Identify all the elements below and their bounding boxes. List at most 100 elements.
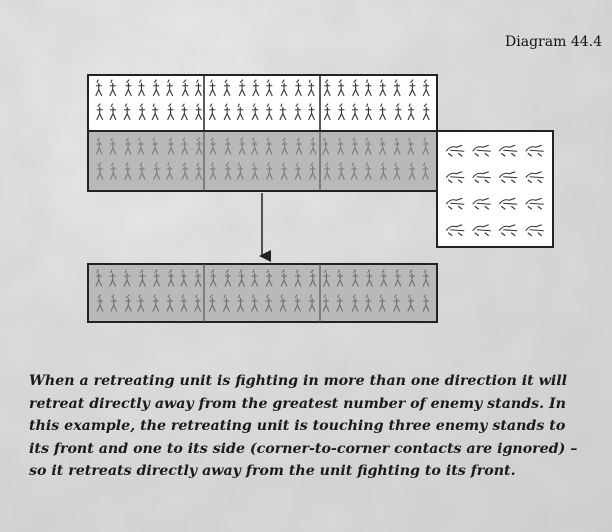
stand-figure — [180, 294, 188, 312]
stand-figure — [445, 171, 465, 184]
stand-figure — [251, 294, 259, 312]
stand-figure — [109, 103, 117, 121]
stand-figure — [422, 269, 430, 287]
stand-figure — [379, 162, 387, 180]
stand-figure — [422, 137, 430, 155]
stand-figure — [281, 137, 289, 155]
stand-figure — [195, 137, 203, 155]
stand-figure — [224, 162, 232, 180]
stand-figure — [525, 224, 544, 237]
stand-figure — [194, 79, 202, 97]
stand-figure — [95, 79, 103, 97]
stand-figure — [181, 79, 189, 97]
stand-figure — [407, 294, 415, 312]
enemy-side-figures — [445, 144, 544, 237]
stand-figure — [238, 79, 246, 97]
stand-figure — [337, 137, 345, 155]
stand-figure — [364, 162, 372, 180]
stand-figure — [394, 269, 402, 287]
stand-figure — [407, 137, 415, 155]
stand-figure — [336, 269, 344, 287]
stand-figure — [394, 103, 402, 121]
stand-figure — [265, 294, 273, 312]
stand-figure — [294, 269, 302, 287]
stand-figure — [223, 103, 231, 121]
stand-figure — [251, 269, 259, 287]
stand-figure — [422, 103, 430, 121]
stand-figure — [445, 197, 465, 210]
stand-figure — [109, 79, 117, 97]
stand-figure — [364, 137, 372, 155]
stand-figure — [109, 269, 117, 287]
stand-figure — [422, 294, 430, 312]
stand-figure — [295, 137, 303, 155]
stand-figure — [194, 269, 202, 287]
stand-figure — [294, 162, 302, 180]
stand-figure — [137, 294, 145, 312]
stand-figure — [309, 269, 317, 287]
stand-figure — [251, 137, 259, 155]
retreating-unit-end — [87, 263, 438, 323]
stand-figure — [280, 269, 288, 287]
stand-figure — [378, 294, 386, 312]
stand-figure — [393, 162, 401, 180]
stand-figure — [138, 269, 146, 287]
stand-figure — [351, 294, 359, 312]
stand-figure — [222, 294, 230, 312]
stand-figure — [337, 103, 345, 121]
stand-figure — [445, 144, 465, 157]
stand-figure — [323, 162, 331, 180]
stand-figure — [166, 162, 174, 180]
stand-figure — [322, 269, 330, 287]
stand-figure — [265, 103, 273, 121]
stand-figure — [153, 269, 161, 287]
stand-figure — [124, 162, 132, 180]
stand-figure — [498, 224, 518, 237]
enemy-unit-front — [87, 74, 438, 132]
stand-figure — [209, 79, 217, 97]
retreating-unit-start — [87, 130, 438, 192]
stand-figure — [525, 171, 544, 184]
stand-figure — [96, 103, 104, 121]
stand-figure — [138, 162, 146, 180]
stand-figure — [498, 197, 518, 210]
stand-figure — [124, 137, 132, 155]
stand-figure — [307, 79, 315, 97]
stand-figure — [323, 79, 331, 97]
stand-figure — [337, 162, 345, 180]
stand-figure — [352, 79, 360, 97]
stand-figure — [309, 162, 317, 180]
stand-figure — [472, 224, 491, 237]
stand-figure — [393, 79, 401, 97]
stand-figure — [166, 79, 174, 97]
stand-figure — [294, 103, 302, 121]
stand-figure — [294, 79, 302, 97]
stand-figure — [152, 79, 160, 97]
stand-figure — [110, 294, 118, 312]
stand-figure — [280, 79, 288, 97]
stand-figure — [322, 294, 330, 312]
stand-figure — [151, 103, 159, 121]
stand-figure — [224, 137, 232, 155]
stand-figure — [336, 294, 344, 312]
stand-figure — [265, 162, 273, 180]
stand-figure — [279, 294, 287, 312]
retreating-end-figures — [95, 269, 430, 312]
stand-figure — [265, 79, 273, 97]
stand-figure — [351, 137, 359, 155]
stand-figure — [237, 294, 245, 312]
enemy-unit-side — [436, 130, 554, 248]
stand-figure — [123, 103, 131, 121]
stand-figure — [224, 269, 232, 287]
stand-figure — [124, 79, 132, 97]
stand-figure — [252, 79, 260, 97]
stand-figure — [364, 79, 372, 97]
stand-figure — [223, 79, 231, 97]
stand-figure — [422, 79, 430, 97]
stand-figure — [393, 137, 401, 155]
stand-figure — [364, 103, 372, 121]
stand-figure — [138, 103, 146, 121]
stand-figure — [280, 162, 288, 180]
stand-figure — [393, 294, 401, 312]
stand-figure — [236, 103, 244, 121]
